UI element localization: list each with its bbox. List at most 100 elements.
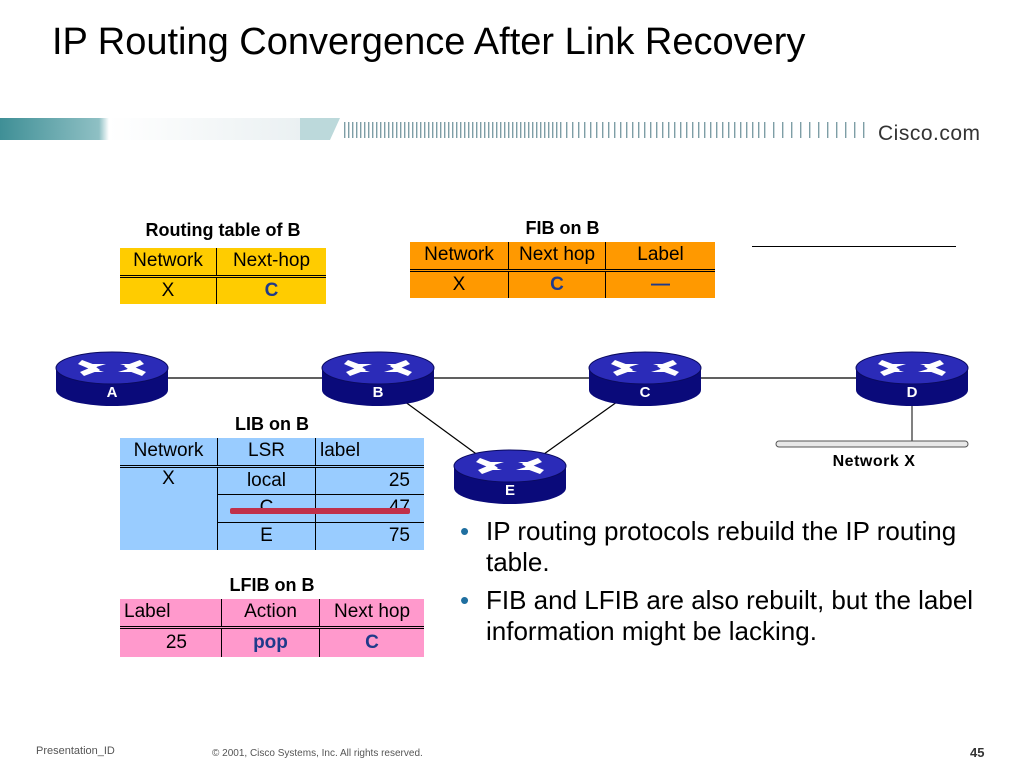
banner-tick — [734, 122, 736, 138]
banner-tick — [448, 122, 450, 138]
banner-tick — [376, 122, 378, 138]
lfib-header-nexthop: Next hop — [319, 599, 424, 629]
banner-tick — [662, 122, 664, 138]
network-x-bus — [775, 440, 969, 448]
banner-tick — [644, 122, 646, 138]
fib-cell-network: X — [410, 270, 509, 298]
routing-table-cell-network: X — [120, 276, 217, 304]
banner-tick — [722, 122, 724, 138]
table-row: X C — — [410, 270, 715, 298]
router-d-label: D — [907, 384, 918, 401]
banner-tick — [728, 122, 730, 138]
fib-cell-nexthop: C — [508, 270, 606, 298]
banner-tick — [800, 122, 802, 138]
banner-tick — [650, 122, 652, 138]
lfib-table: Label Action Next hop 25 pop C — [120, 599, 424, 657]
banner-tick — [348, 122, 350, 138]
banner-tick — [496, 122, 498, 138]
banner-tick — [818, 122, 820, 138]
banner-tick — [704, 122, 706, 138]
banner-tick — [656, 122, 658, 138]
bullet-text: FIB and LFIB are also rebuilt, but the l… — [486, 585, 974, 646]
banner-tick — [752, 122, 754, 138]
banner-tick — [344, 122, 346, 138]
banner-tick — [528, 122, 530, 138]
lib-header-lsr: LSR — [217, 438, 316, 468]
banner-tick — [488, 122, 490, 138]
lib-header-network: Network — [120, 438, 218, 468]
banner-tick — [524, 122, 526, 138]
banner-tick — [440, 122, 442, 138]
banner-tick — [686, 122, 688, 138]
banner-tick — [464, 122, 466, 138]
banner-tick — [356, 122, 358, 138]
banner-tick — [400, 122, 402, 138]
banner-tick — [845, 122, 847, 138]
banner-tick — [809, 122, 811, 138]
banner-tick — [578, 122, 580, 138]
banner-tick — [480, 122, 482, 138]
banner-tick — [764, 122, 766, 138]
page-number: 45 — [970, 745, 985, 760]
banner-tick — [836, 122, 838, 138]
router-a-label: A — [107, 384, 118, 401]
cisco-logo: Cisco.com — [878, 122, 981, 145]
banner-ticks — [344, 122, 865, 138]
banner-tick — [372, 122, 374, 138]
banner-tick — [560, 122, 562, 138]
banner-tick — [396, 122, 398, 138]
lib-strike-bar — [230, 508, 410, 514]
banner-tick — [544, 122, 546, 138]
router-c-label: C — [640, 384, 651, 401]
banner-tick — [590, 122, 592, 138]
router-b-label: B — [373, 384, 384, 401]
banner-tick — [468, 122, 470, 138]
table-row: 25 pop C — [120, 627, 424, 657]
footer-presentation-id: Presentation_ID — [36, 745, 115, 757]
banner-tick — [532, 122, 534, 138]
lfib-cell-label: 25 — [120, 627, 222, 657]
lib-cell-label: 75 — [315, 522, 424, 550]
banner-tick — [548, 122, 550, 138]
banner-tick — [352, 122, 354, 138]
routing-table-header-network: Network — [120, 248, 217, 278]
banner-tick — [791, 122, 793, 138]
router-e-label: E — [505, 482, 515, 499]
lib-cell-lsr: local — [217, 466, 316, 495]
banner-tick — [364, 122, 366, 138]
banner-tick — [773, 122, 775, 138]
network-diagram: A B C D E Network X — [55, 351, 969, 505]
lib-cell-label: 25 — [315, 466, 424, 495]
footer-copyright: © 2001, Cisco Systems, Inc. All rights r… — [212, 748, 423, 759]
banner-tick — [552, 122, 554, 138]
banner-tick — [444, 122, 446, 138]
fib-cell-label: — — [605, 270, 715, 298]
lfib-cell-action: pop — [221, 627, 320, 657]
banner-tick — [428, 122, 430, 138]
banner-tick — [572, 122, 574, 138]
banner-tick — [388, 122, 390, 138]
banner-tick — [674, 122, 676, 138]
banner-tick — [508, 122, 510, 138]
banner-tick — [520, 122, 522, 138]
banner-tick — [492, 122, 494, 138]
banner-tick — [360, 122, 362, 138]
banner-tick — [602, 122, 604, 138]
network-x-label: Network X — [833, 453, 916, 470]
banner-tick — [863, 122, 865, 138]
table-row: X C — [120, 276, 326, 304]
banner-tick — [614, 122, 616, 138]
header-banner — [0, 118, 865, 140]
fib-caption: FIB on B — [525, 218, 600, 238]
lib-caption: LIB on B — [235, 414, 309, 434]
banner-tick — [758, 122, 760, 138]
lfib-header-label: Label — [120, 599, 222, 629]
banner-tick — [392, 122, 394, 138]
banner-tick — [404, 122, 406, 138]
banner-tick — [680, 122, 682, 138]
banner-tick — [408, 122, 410, 138]
banner-tick — [827, 122, 829, 138]
banner-tick — [710, 122, 712, 138]
fib-header-label: Label — [605, 242, 715, 272]
banner-tick — [416, 122, 418, 138]
